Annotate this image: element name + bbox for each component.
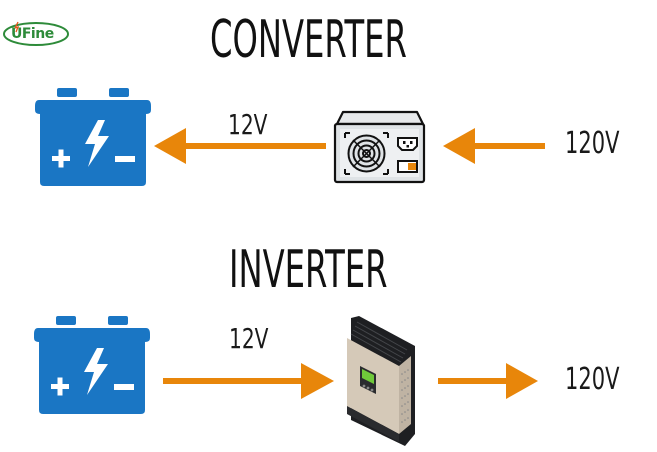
converter-input-voltage: 120V: [565, 126, 620, 161]
inverter-icon: [347, 316, 415, 446]
battery-icon: [35, 88, 151, 186]
battery-icon: [34, 316, 150, 414]
inverter-input-voltage: 12V: [229, 322, 269, 355]
logo-ellipse-icon: [3, 21, 69, 46]
inverter-output-voltage: 120V: [565, 362, 620, 397]
converter-title: CONVERTER: [210, 10, 407, 70]
arrow-left-12v: [154, 128, 326, 164]
logo-text: UFine: [11, 26, 54, 42]
inverter-title: INVERTER: [229, 240, 388, 300]
arrow-right-120v: [438, 363, 538, 399]
arrow-right-12v: [163, 363, 334, 399]
power-supply-icon: [333, 110, 426, 184]
arrow-left-120v: [443, 128, 545, 164]
ufine-logo: UFine: [2, 18, 70, 48]
converter-output-voltage: 12V: [228, 108, 268, 141]
